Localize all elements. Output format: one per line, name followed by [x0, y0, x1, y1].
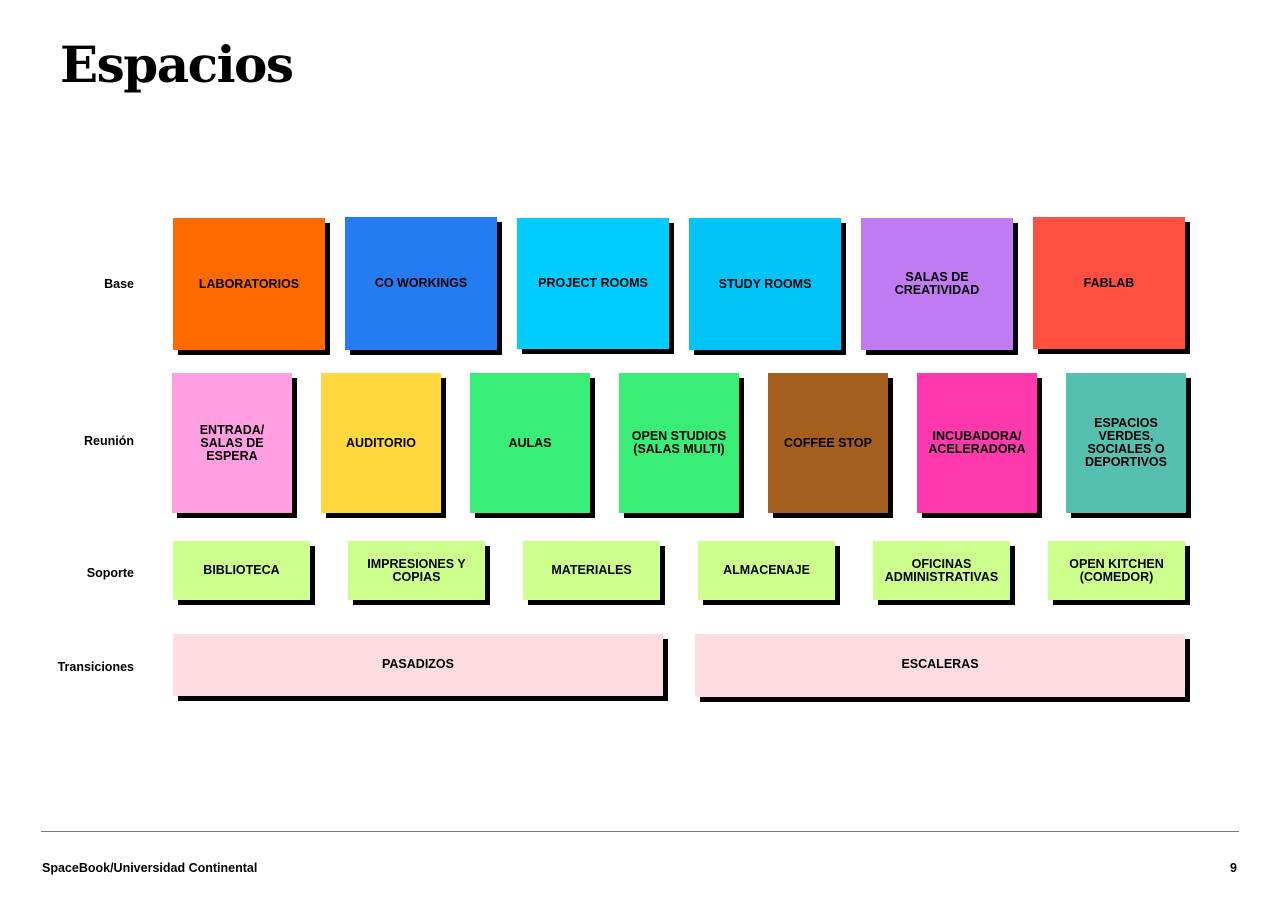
note-oficinas-administrativas: OFICINAS ADMINISTRATIVAS — [873, 541, 1010, 600]
footer-source: SpaceBook/Universidad Continental — [42, 861, 258, 875]
note-pasadizos: PASADIZOS — [173, 634, 663, 696]
note-espacios-verdes: ESPACIOS VERDES, SOCIALES O DEPORTIVOS — [1066, 373, 1186, 513]
note-escaleras: ESCALERAS — [695, 634, 1185, 697]
row-label-transiciones: Transiciones — [57, 660, 134, 674]
note-laboratorios: LABORATORIOS — [173, 218, 325, 350]
note-open-studios: OPEN STUDIOS (SALAS MULTI) — [619, 373, 739, 513]
row-label-soporte: Soporte — [86, 566, 134, 580]
row-label-reunion: Reunión — [84, 434, 134, 448]
note-materiales: MATERIALES — [523, 541, 660, 600]
note-study-rooms: STUDY ROOMS — [689, 218, 841, 350]
footer-divider — [41, 831, 1239, 832]
page-title: Espacios — [60, 35, 294, 94]
note-salas-de-creatividad: SALAS DE CREATIVIDAD — [861, 218, 1013, 350]
note-co-workings: CO WORKINGS — [345, 217, 497, 350]
note-almacenaje: ALMACENAJE — [698, 541, 835, 600]
note-open-kitchen: OPEN KITCHEN (COMEDOR) — [1048, 541, 1185, 600]
page-number: 9 — [1230, 861, 1237, 875]
note-aulas: AULAS — [470, 373, 590, 513]
note-impresiones-y-copias: IMPRESIONES Y COPIAS — [348, 541, 485, 600]
note-project-rooms: PROJECT ROOMS — [517, 218, 669, 349]
note-entrada-salas-de-espera: ENTRADA/ SALAS DE ESPERA — [172, 373, 292, 513]
note-auditorio: AUDITORIO — [321, 373, 441, 513]
row-label-base: Base — [104, 277, 134, 291]
note-fablab: FABLAB — [1033, 217, 1185, 349]
note-coffee-stop: COFFEE STOP — [768, 373, 888, 513]
note-incubadora-aceleradora: INCUBADORA/ ACELERADORA — [917, 373, 1037, 513]
note-biblioteca: BIBLIOTECA — [173, 541, 310, 600]
